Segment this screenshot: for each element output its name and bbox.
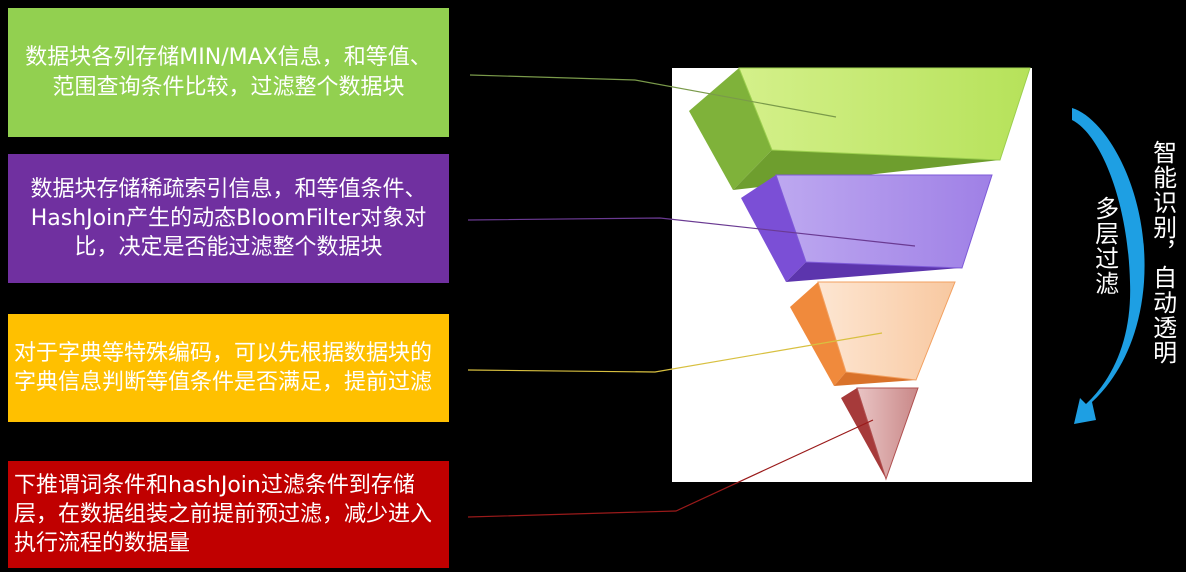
funnel-layer-purple-front <box>775 174 993 269</box>
funnel-layer-purple <box>741 174 993 282</box>
connector-line-red <box>467 419 874 518</box>
filter-box-sparse-index-text: 数据块存储稀疏索引信息，和等值条件、HashJoin产生的动态BloomFilt… <box>30 176 427 261</box>
filter-box-minmax-text: 数据块各列存储MIN/MAX信息，和等值、范围查询条件比较，过滤整个数据块 <box>25 45 432 100</box>
funnel-layer-purple-side <box>741 175 806 282</box>
connector-line-orange <box>467 332 883 373</box>
funnel-layer-red <box>841 387 919 481</box>
filter-box-pushdown: 下推谓词条件和hashJoin过滤条件到存储层，在数据组装之前提前预过滤，减少进… <box>8 461 449 568</box>
filter-box-minmax: 数据块各列存储MIN/MAX信息，和等值、范围查询条件比较，过滤整个数据块 <box>8 8 449 137</box>
filter-box-sparse-index: 数据块存储稀疏索引信息，和等值条件、HashJoin产生的动态BloomFilt… <box>8 154 449 283</box>
filter-box-dictionary-text: 对于字典等特殊编码，可以先根据数据块的字典信息判断等值条件是否满足，提前过滤 <box>14 340 433 395</box>
funnel-layer-green <box>689 67 1031 190</box>
filter-box-pushdown-text: 下推谓词条件和hashJoin过滤条件到存储层，在数据组装之前提前预过滤，减少进… <box>14 472 433 557</box>
funnel-layer-green-front <box>738 67 1031 161</box>
filter-box-dictionary: 对于字典等特殊编码，可以先根据数据块的字典信息判断等值条件是否满足，提前过滤 <box>8 314 449 422</box>
label-smart-recognition: 智能识别，自动透明 <box>1148 140 1177 365</box>
funnel-layer-red-front <box>856 387 919 481</box>
funnel-layer-orange-front <box>817 281 956 381</box>
label-multi-layer-filter: 多层过滤 <box>1090 196 1119 296</box>
funnel-layer-orange <box>790 281 956 386</box>
connector-line-purple <box>467 217 916 247</box>
funnel-layer-red-side <box>841 388 886 479</box>
funnel-layer-orange-side <box>790 282 846 386</box>
connector-line-green <box>469 74 837 118</box>
funnel-layer-purple-bottom <box>786 262 962 282</box>
curved-arrow-icon <box>1072 108 1145 424</box>
